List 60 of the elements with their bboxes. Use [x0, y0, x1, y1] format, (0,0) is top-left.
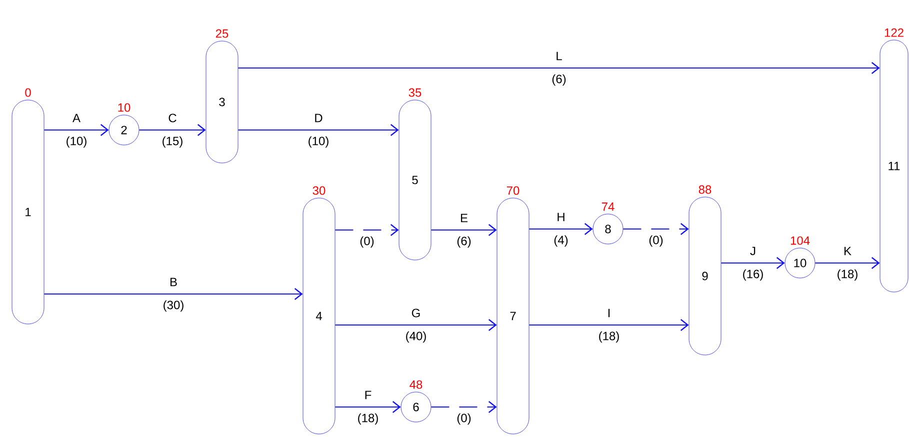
- arrow: [334, 224, 399, 236]
- arrow: [44, 124, 109, 136]
- edge-label: (0): [456, 412, 472, 426]
- duration-label: (30): [162, 299, 186, 313]
- arrow: [528, 319, 689, 331]
- event-box: 1: [12, 100, 44, 324]
- time-label: 70: [506, 186, 520, 195]
- time-label: 104: [790, 236, 810, 245]
- edge-label: C: [167, 112, 178, 124]
- event-box: 5: [398, 100, 432, 260]
- duration-label: (18): [597, 330, 621, 344]
- arrow: [720, 257, 785, 269]
- duration-label: (10): [64, 135, 88, 149]
- duration-label: (18): [356, 412, 380, 426]
- arrow: [334, 401, 401, 413]
- time-label: 30: [312, 186, 326, 195]
- edge-label: A: [72, 112, 82, 124]
- time-label: 10: [118, 103, 130, 112]
- arrow: [430, 224, 497, 236]
- event-box: 7: [496, 198, 530, 434]
- arrow: [238, 62, 880, 74]
- arrow: [814, 257, 880, 269]
- edge-label: (0): [648, 234, 664, 248]
- edge-label: K: [842, 246, 853, 256]
- arrow: [430, 401, 497, 413]
- duration-label: (40): [404, 330, 428, 344]
- duration-label: (18): [836, 268, 860, 282]
- event-box: 9: [688, 196, 722, 356]
- duration-label: (15): [160, 135, 184, 149]
- arrow: [138, 124, 206, 136]
- arrow: [622, 223, 689, 235]
- event-box: 11: [880, 40, 908, 292]
- time-label: 25: [216, 29, 228, 38]
- duration-label: (4): [552, 234, 570, 248]
- arrow: [334, 319, 497, 331]
- arrow: [528, 223, 593, 235]
- event-box: 3: [206, 40, 238, 164]
- arrow: [44, 288, 303, 300]
- edge-label: I: [606, 308, 612, 318]
- edge-label: (0): [358, 235, 376, 249]
- duration-label: (10): [306, 135, 330, 149]
- time-label: 35: [408, 88, 422, 97]
- edge-label: L: [554, 50, 564, 62]
- time-label: 88: [698, 185, 712, 194]
- time-label: 122: [884, 28, 904, 37]
- duration-label: (6): [550, 73, 568, 87]
- time-label: 74: [602, 202, 614, 211]
- edge-label: B: [168, 276, 178, 288]
- arrow: [238, 124, 399, 136]
- edge-label: H: [556, 212, 566, 222]
- duration-label: (16): [741, 268, 765, 282]
- edge-label: F: [363, 390, 373, 400]
- duration-label: (6): [456, 235, 472, 249]
- event-box: 4: [302, 198, 336, 434]
- edge-label: G: [410, 308, 422, 318]
- time-label: 0: [25, 88, 31, 97]
- edge-label: J: [749, 246, 757, 256]
- edge-label: E: [459, 212, 469, 224]
- time-label: 48: [410, 380, 422, 389]
- edge-label: D: [313, 112, 324, 124]
